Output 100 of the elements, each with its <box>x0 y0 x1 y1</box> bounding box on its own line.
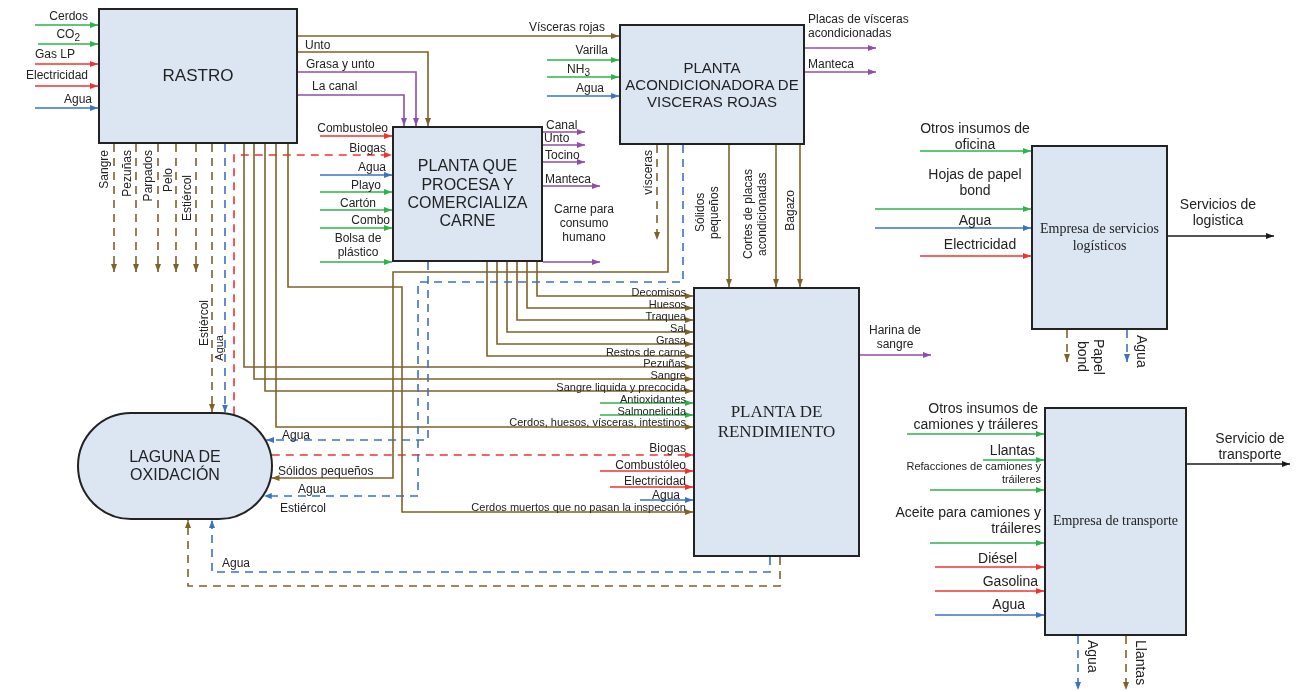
process-box: Empresa de transporte <box>1044 407 1187 636</box>
edge-label: Bagazo <box>783 190 797 231</box>
arrow <box>542 142 586 148</box>
edge-label: Agua <box>213 335 226 361</box>
edge-label: NH$_{3}$ <box>567 62 590 81</box>
arrow <box>929 540 1045 546</box>
edge-label: Sangre liquida y precocida <box>556 381 686 394</box>
arrow <box>319 207 393 213</box>
edge-label: Llantas <box>989 442 1035 458</box>
edge-label: Carne para consumo humano <box>552 202 615 244</box>
edge-label: Agua <box>1085 640 1101 673</box>
edge-label: Papel bond <box>1075 338 1107 377</box>
edge-label: Placas de vísceras acondicionadas <box>808 12 910 40</box>
edge-label: Agua <box>1134 335 1150 368</box>
arrow <box>1186 461 1291 467</box>
edge-label: Playo <box>350 178 381 192</box>
arrow <box>319 225 393 231</box>
edge-label: Sólidos pequeños <box>693 185 721 241</box>
arrow <box>773 144 779 288</box>
arrow <box>486 261 694 359</box>
edge-label: Hojas de papel bond <box>927 166 1023 198</box>
arrow <box>173 143 179 273</box>
edge-label: Varilla <box>575 43 608 57</box>
edge-label: Agua <box>651 488 680 502</box>
edge-label: Sangre <box>650 369 686 382</box>
arrow <box>185 519 781 587</box>
arrow <box>319 189 393 195</box>
edge-label: Traquea <box>645 310 686 323</box>
arrow <box>37 41 99 47</box>
edge-label: Agua <box>63 92 92 106</box>
arrow <box>516 261 694 323</box>
edge-label: Pelo <box>161 168 175 193</box>
edge-label: Combustoleo <box>317 121 388 135</box>
edge-label: Parpados <box>141 150 155 202</box>
arrow <box>319 259 393 265</box>
arrow <box>804 45 877 51</box>
process-box: PLANTA DE RENDIMIENTO <box>693 287 860 557</box>
edge-label: Antioxidantes <box>619 393 686 406</box>
edge-label: La canal <box>312 79 358 93</box>
edge-label: Agua <box>992 596 1025 612</box>
process-box: RASTRO <box>98 8 298 144</box>
edge-label: Pezuñas <box>643 357 686 370</box>
edge-label: Unto <box>305 38 331 52</box>
arrow <box>542 129 586 135</box>
arrow <box>319 172 393 178</box>
arrow <box>874 225 1032 231</box>
arrow <box>546 74 620 80</box>
edge-label: Otros insumos de oficina <box>919 120 1031 152</box>
edge-label: Manteca <box>545 172 592 186</box>
edge-label: Refacciones de camiones y tráileres <box>905 460 1041 486</box>
arrow <box>133 143 139 273</box>
process-box: PLANTA QUE PROCESA Y COMERCIALIZA CARNE <box>392 126 543 262</box>
arrow <box>654 144 660 241</box>
edge-label: Bolsa de plástico <box>333 231 383 259</box>
edge-label: Diésel <box>978 550 1017 566</box>
arrow <box>222 143 228 414</box>
arrow <box>1167 233 1275 239</box>
edge-label: Pezuñas <box>120 150 134 197</box>
arrow <box>919 148 1032 154</box>
arrow <box>609 484 694 490</box>
arrow <box>526 261 694 311</box>
arrow <box>265 261 429 443</box>
arrow <box>1075 635 1081 691</box>
edge-label: Manteca <box>808 57 855 71</box>
arrow <box>546 93 620 99</box>
arrow <box>599 400 694 406</box>
arrow <box>546 57 620 63</box>
arrow <box>34 105 99 111</box>
arrow <box>934 612 1045 618</box>
edge-label: Electricidad <box>942 236 1018 252</box>
arrow <box>319 133 393 139</box>
arrow <box>542 259 601 265</box>
process-box: Empresa de servicios logísticos <box>1031 145 1168 330</box>
edge-label: Combo <box>351 213 390 227</box>
edge-label: Grasa <box>656 334 686 347</box>
edge-label: Agua <box>222 556 251 570</box>
edge-label: Tocino <box>545 148 580 162</box>
arrow <box>270 452 694 458</box>
edge-label: Aceite para camiones y tráileres <box>894 504 1041 536</box>
edge-label: Vísceras rojas <box>528 20 605 34</box>
edge-label: Servicio de transporte <box>1214 430 1286 462</box>
edge-label: Agua <box>957 212 993 228</box>
arrow <box>155 143 161 273</box>
edge-label: Cortes de placas acondicionadas <box>741 168 769 262</box>
edge-label: Sólidos pequeños <box>278 464 374 478</box>
edge-label: Electricidad <box>623 474 686 488</box>
arrow <box>297 51 431 127</box>
edge-label: Cerdos muertos que no pasan la inspección <box>471 501 686 514</box>
edge-label: Agua <box>575 81 604 95</box>
arrow <box>1064 329 1070 363</box>
arrow <box>34 83 99 89</box>
edge-label: vísceras <box>641 150 655 195</box>
edge-label: CO$_{2}$ <box>56 27 80 46</box>
arrow <box>297 71 419 127</box>
arrow <box>797 144 803 288</box>
arrow <box>506 261 694 335</box>
arrow <box>536 261 694 299</box>
edge-label: Biogas <box>349 141 386 155</box>
edge-label: Otros insumos de camiones y tráileres <box>912 400 1038 432</box>
flow-label: Estiércol <box>280 501 326 515</box>
